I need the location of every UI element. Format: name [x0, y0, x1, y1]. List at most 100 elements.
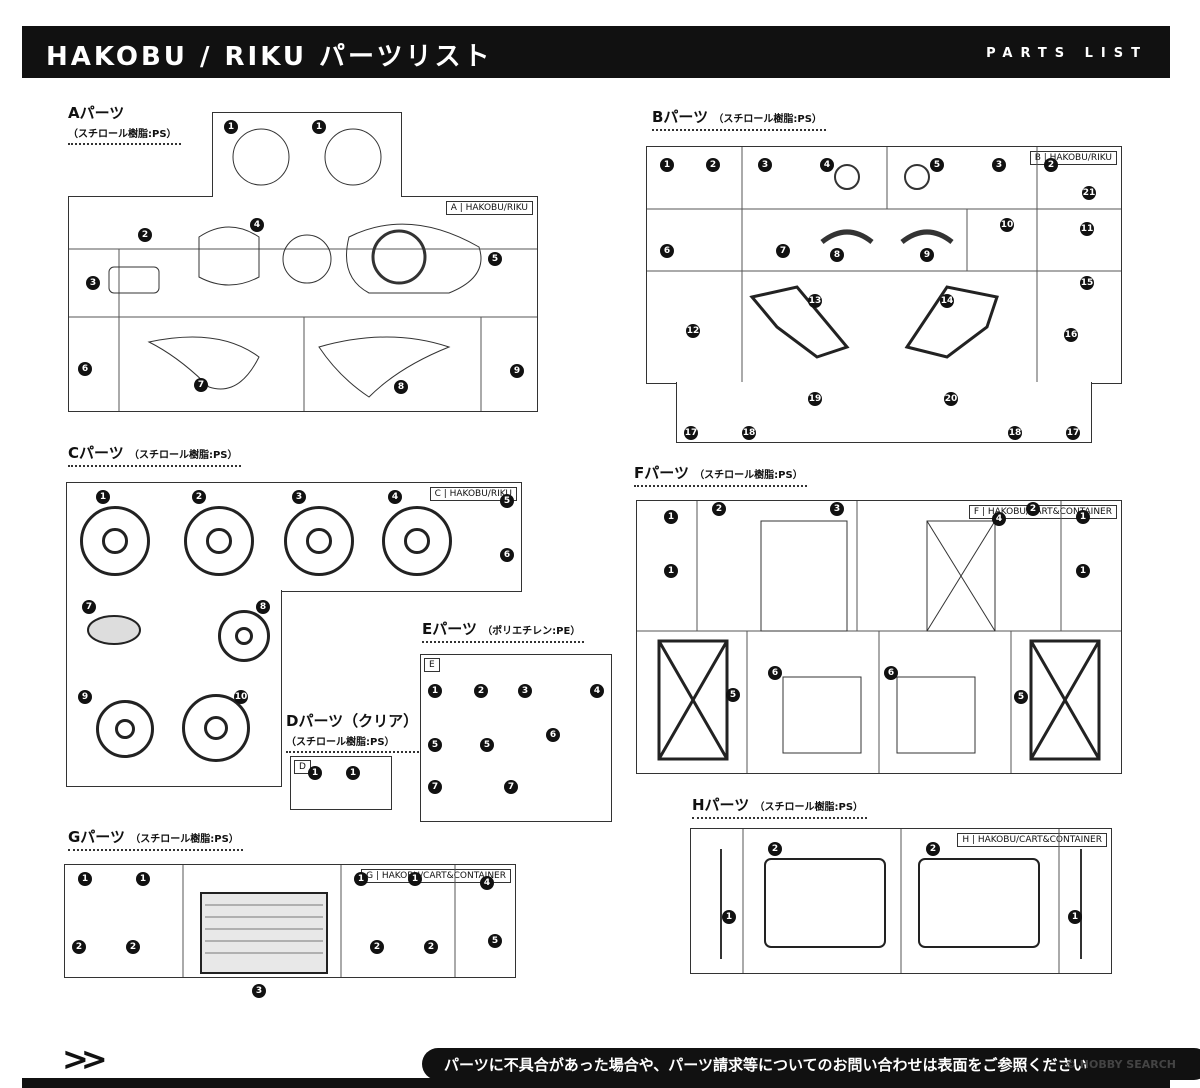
part-c-7-shape	[87, 615, 141, 645]
part-a-8: 8	[394, 380, 408, 394]
section-a-label: Aパーツ （スチロール樹脂:PS）	[68, 102, 181, 145]
part-b-14: 14	[940, 294, 954, 308]
bottom-bar	[22, 1078, 1170, 1088]
runner-f: F | HAKOBU/CART&CONTAINER	[636, 500, 1122, 774]
part-h-2b: 2	[926, 842, 940, 856]
part-b-18: 18	[742, 426, 756, 440]
section-h-title: Hパーツ	[692, 796, 750, 814]
part-f-1d: 1	[1076, 564, 1090, 578]
part-g-1d: 1	[408, 872, 422, 886]
part-f-3: 3	[830, 502, 844, 516]
section-h-label: Hパーツ （スチロール樹脂:PS）	[692, 794, 868, 819]
part-b-3: 3	[758, 158, 772, 172]
notice-bar: パーツに不具合があった場合や、パーツ請求等についてのお問い合わせは表面をご参照く…	[422, 1048, 1200, 1080]
part-b-5: 5	[930, 158, 944, 172]
page-subtitle: PARTS LIST	[986, 46, 1148, 61]
part-e-4: 4	[590, 684, 604, 698]
section-g-label: Gパーツ （スチロール樹脂:PS）	[68, 826, 243, 851]
runner-b-bottom	[676, 382, 1092, 443]
part-f-5: 5	[726, 688, 740, 702]
part-e-1: 1	[428, 684, 442, 698]
part-e-7: 7	[428, 780, 442, 794]
section-e-material: （ポリエチレン:PE）	[482, 626, 581, 637]
part-b-11: 11	[1080, 222, 1094, 236]
section-e-title: Eパーツ	[422, 620, 477, 638]
part-h-1b: 1	[1068, 910, 1082, 924]
part-e-7b: 7	[504, 780, 518, 794]
section-a-material: （スチロール樹脂:PS）	[68, 129, 177, 140]
part-g-1: 1	[78, 872, 92, 886]
part-c-1: 1	[96, 490, 110, 504]
part-c-5: 5	[500, 494, 514, 508]
part-f-1b: 1	[664, 564, 678, 578]
section-e-label: Eパーツ （ポリエチレン:PE）	[422, 618, 585, 643]
part-b-10: 10	[1000, 218, 1014, 232]
section-d-material: （スチロール樹脂:PS）	[286, 737, 395, 748]
runner-h: H | HAKOBU/CART&CONTAINER	[690, 828, 1112, 974]
part-b-9: 9	[920, 248, 934, 262]
part-b-15: 15	[1080, 276, 1094, 290]
section-h-material: （スチロール樹脂:PS）	[754, 802, 864, 813]
part-c-8: 8	[256, 600, 270, 614]
part-b-8: 8	[830, 248, 844, 262]
part-f-6b: 6	[884, 666, 898, 680]
part-b-2: 2	[706, 158, 720, 172]
part-e-2: 2	[474, 684, 488, 698]
section-c-label: Cパーツ （スチロール樹脂:PS）	[68, 442, 242, 467]
part-g-2d: 2	[424, 940, 438, 954]
runner-a-tag: A | HAKOBU/RIKU	[445, 201, 533, 215]
part-e-5b: 5	[480, 738, 494, 752]
part-a-1: 1	[224, 120, 238, 134]
part-g-3: 3	[252, 984, 266, 998]
part-b-1: 1	[660, 158, 674, 172]
part-b-20: 20	[944, 392, 958, 406]
runner-g-tag: G | HAKOBU/CART&CONTAINER	[361, 869, 511, 883]
runner-h-drawing	[720, 829, 1082, 973]
wheel-c-8	[218, 610, 270, 662]
part-a-3: 3	[86, 276, 100, 290]
part-c-6: 6	[500, 548, 514, 562]
section-g-material: （スチロール樹脂:PS）	[130, 834, 239, 845]
part-f-6: 6	[768, 666, 782, 680]
part-c-4: 4	[388, 490, 402, 504]
runner-a-top-drawing	[232, 128, 382, 186]
part-b-6: 6	[660, 244, 674, 258]
part-b-4: 4	[820, 158, 834, 172]
part-e-6: 6	[546, 728, 560, 742]
part-f-4: 4	[992, 512, 1006, 526]
section-c-material: （スチロール樹脂:PS）	[128, 450, 238, 461]
part-b-17b: 17	[1066, 426, 1080, 440]
part-a-6: 6	[78, 362, 92, 376]
part-c-10: 10	[234, 690, 248, 704]
section-c-title: Cパーツ	[68, 444, 124, 462]
runner-b-drawing	[647, 147, 1121, 383]
wheel-c-9	[96, 700, 154, 758]
page-header: HAKOBU / RIKU パーツリスト PARTS LIST	[22, 26, 1170, 78]
runner-f-drawing	[637, 501, 1121, 773]
part-h-1: 1	[722, 910, 736, 924]
wheel-c-4	[382, 506, 452, 576]
section-b-label: Bパーツ （スチロール樹脂:PS）	[652, 106, 826, 131]
part-e-5: 5	[428, 738, 442, 752]
notice-text: パーツに不具合があった場合や、パーツ請求等についてのお問い合わせは表面をご参照く…	[444, 1056, 1088, 1074]
part-b-13: 13	[808, 294, 822, 308]
part-b-7: 7	[776, 244, 790, 258]
part-c-2: 2	[192, 490, 206, 504]
part-b-21: 21	[1082, 186, 1096, 200]
wheel-c-10	[182, 694, 250, 762]
wheel-c-1	[80, 506, 150, 576]
wheel-c-2	[184, 506, 254, 576]
part-c-7: 7	[82, 600, 96, 614]
runner-g-drawing	[182, 865, 456, 977]
part-f-5b: 5	[1014, 690, 1028, 704]
part-b-3b: 3	[992, 158, 1006, 172]
part-b-17: 17	[684, 426, 698, 440]
part-g-5: 5	[488, 934, 502, 948]
section-f-material: （スチロール樹脂:PS）	[694, 470, 803, 481]
part-f-1: 1	[664, 510, 678, 524]
part-a-4: 4	[250, 218, 264, 232]
runner-a-drawing	[69, 223, 537, 411]
runner-h-tag: H | HAKOBU/CART&CONTAINER	[957, 833, 1107, 847]
runner-e-tag: E	[424, 658, 440, 672]
part-a-5: 5	[488, 252, 502, 266]
